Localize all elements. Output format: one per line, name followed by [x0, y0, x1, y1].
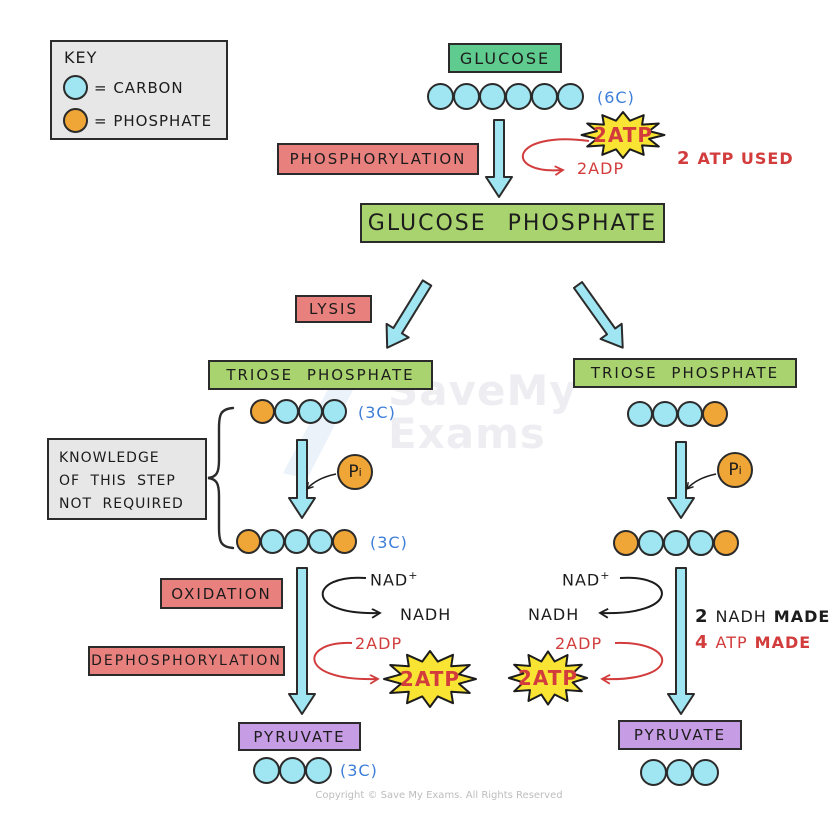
left-triose-chain	[250, 399, 347, 424]
key-title: KEY	[64, 48, 98, 67]
atp-burst-right-label: 2ATP	[517, 666, 579, 690]
carbon-circle	[322, 399, 347, 424]
atp-burst-top-label: 2ATP	[592, 123, 654, 147]
phosphate-swatch	[63, 108, 88, 133]
left-bpg-carbon-count: (3C)	[370, 533, 408, 552]
phosphate-circle	[332, 529, 357, 554]
carbon-swatch	[63, 75, 88, 100]
adp-top-label: 2ADP	[577, 159, 625, 178]
nadh-label-right: NADH	[528, 605, 580, 624]
left-triose-carbon-count: (3C)	[358, 403, 396, 422]
key-box: KEY = CARBON = PHOSPHATE	[50, 40, 228, 140]
carbon-circle	[284, 529, 309, 554]
nad-label-left: NAD+	[370, 569, 418, 589]
nadh-made-qty: 2	[695, 606, 709, 627]
glucose-phosphate-box: GLUCOSE PHOSPHATE	[360, 203, 665, 243]
nadh-label-left: NADH	[400, 605, 452, 624]
carbon-circle	[677, 401, 703, 427]
nadh-made-verb: MADE	[773, 607, 831, 626]
adp-label-left: 2ADP	[355, 634, 403, 653]
phosphate-circle	[713, 530, 739, 556]
oxidation-box: OXIDATION	[160, 578, 283, 609]
phosphate-circle	[236, 529, 261, 554]
carbon-circle	[305, 757, 332, 784]
phosphate-circle	[250, 399, 275, 424]
atp-made-mol: ATP	[715, 633, 748, 652]
carbon-circle	[627, 401, 653, 427]
glucose-carbon-count: (6C)	[597, 88, 635, 107]
triose-phosphate-box-left: TRIOSE PHOSPHATE	[208, 360, 433, 390]
atp-used-note: 2 ATP USED	[677, 148, 794, 169]
carbon-circle	[663, 530, 689, 556]
carbon-circle	[638, 530, 664, 556]
nadh-made-mol: NADH	[715, 607, 767, 626]
carbon-circle	[274, 399, 299, 424]
key-carbon-label: = CARBON	[94, 78, 184, 97]
atp-made-verb: MADE	[754, 633, 812, 652]
nad-base-right: NAD	[562, 570, 601, 590]
atp-used-text: ATP USED	[697, 149, 794, 168]
nad-sup-right: +	[600, 569, 611, 582]
atp-made-note: 4 ATP MADE	[695, 632, 811, 653]
note-line2: OF THIS STEP	[59, 473, 176, 490]
carbon-circle	[666, 759, 693, 786]
carbon-circle	[557, 83, 584, 110]
carbon-circle	[505, 83, 532, 110]
carbon-circle	[253, 757, 280, 784]
right-bpg-chain	[613, 530, 739, 556]
right-triose-chain	[627, 401, 728, 427]
left-pyruvate-chain	[253, 757, 332, 784]
key-item-phosphate: = PHOSPHATE	[63, 108, 212, 133]
pyruvate-box-left: PYRUVATE	[238, 722, 361, 751]
nad-label-right: NAD+	[562, 569, 610, 589]
left-bpg-chain	[236, 529, 357, 554]
carbon-circle	[279, 757, 306, 784]
dephosphorylation-box: DEPHOSPHORYLATION	[88, 646, 285, 676]
carbon-circle	[308, 529, 333, 554]
key-item-carbon: = CARBON	[63, 75, 184, 100]
knowledge-note-box: KNOWLEDGE OF THIS STEP NOT REQUIRED	[47, 438, 207, 520]
carbon-circle	[453, 83, 480, 110]
copyright-notice: Copyright © Save My Exams. All Rights Re…	[315, 790, 563, 801]
note-line3: NOT REQUIRED	[59, 496, 184, 513]
pyruvate-box-right: PYRUVATE	[618, 720, 742, 750]
atp-made-qty: 4	[695, 632, 709, 653]
carbon-circle	[652, 401, 678, 427]
nad-base-left: NAD	[370, 570, 409, 590]
pi-i-left: i	[358, 465, 362, 479]
glucose-chain	[427, 83, 584, 110]
carbon-circle	[640, 759, 667, 786]
key-phosphate-label: = PHOSPHATE	[94, 111, 213, 130]
phosphate-circle	[613, 530, 639, 556]
lysis-box: LYSIS	[295, 295, 372, 323]
carbon-circle	[298, 399, 323, 424]
carbon-circle	[260, 529, 285, 554]
adp-label-right: 2ADP	[555, 634, 603, 653]
atp-burst-left-label: 2ATP	[399, 667, 461, 691]
nad-sup-left: +	[408, 569, 419, 582]
glucose-box: GLUCOSE	[448, 43, 562, 73]
pi-i-right: i	[738, 463, 742, 477]
carbon-circle	[692, 759, 719, 786]
pi-p-right: P	[728, 460, 739, 480]
note-line1: KNOWLEDGE	[59, 450, 160, 466]
carbon-circle	[427, 83, 454, 110]
nadh-made-note: 2 NADH MADE	[695, 606, 830, 627]
triose-phosphate-box-right: TRIOSE PHOSPHATE	[573, 358, 797, 388]
right-pyruvate-chain	[640, 759, 719, 786]
pi-p-left: P	[348, 462, 359, 482]
carbon-circle	[531, 83, 558, 110]
atp-used-qty: 2	[677, 148, 691, 169]
carbon-circle	[479, 83, 506, 110]
phosphate-circle	[702, 401, 728, 427]
watermark-line2: Exams	[388, 408, 546, 458]
carbon-circle	[688, 530, 714, 556]
phosphorylation-box: PHOSPHORYLATION	[277, 143, 479, 175]
left-pyruvate-carbon-count: (3C)	[340, 761, 378, 780]
